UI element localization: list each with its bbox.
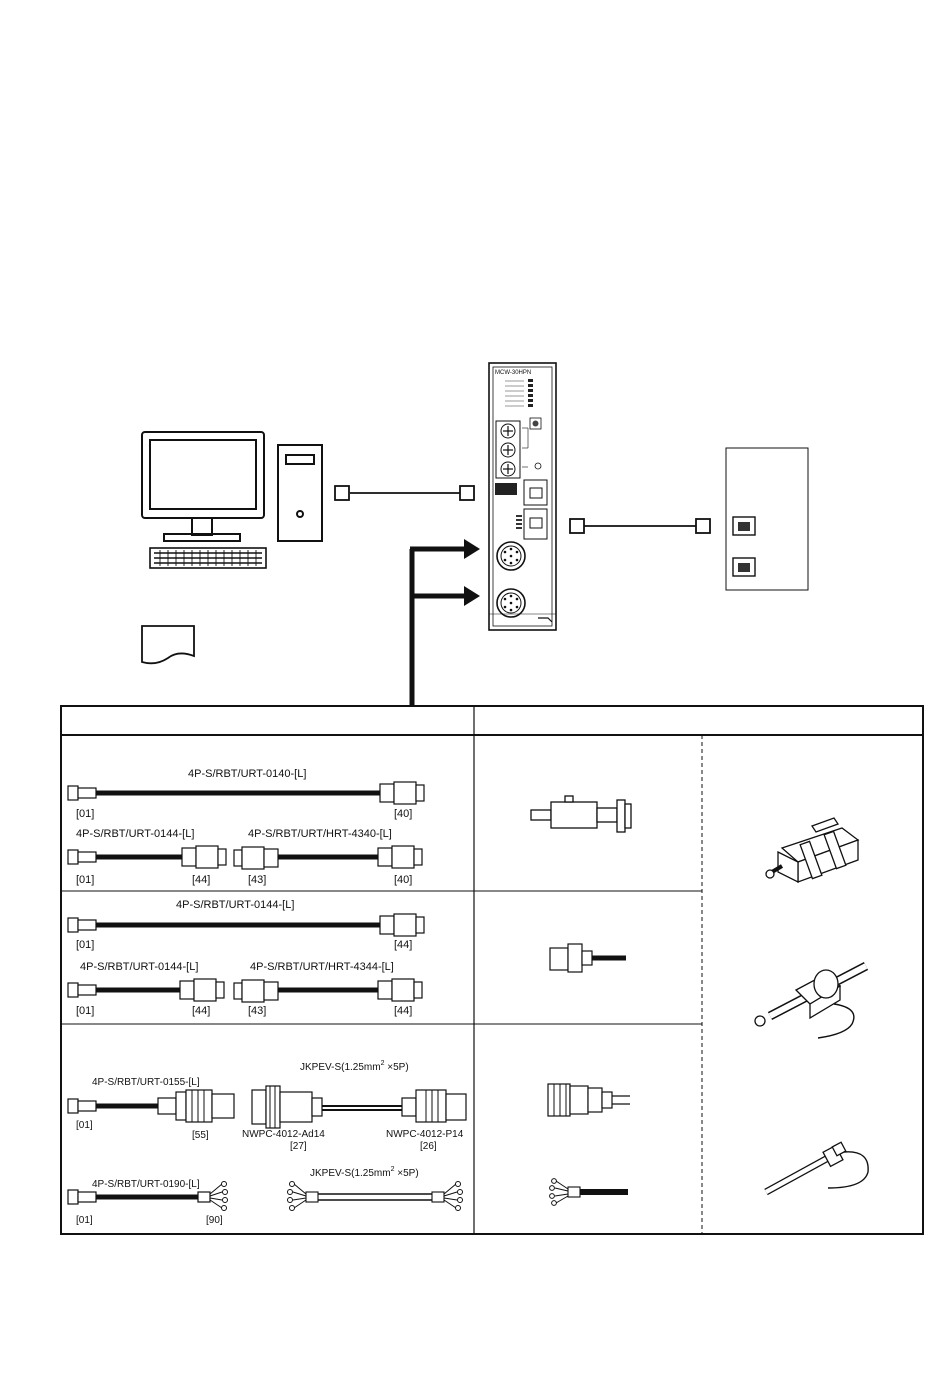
arrow-upper-icon [464,539,480,559]
cable-r1-b [67,845,227,869]
linear-sensor-icon [754,962,869,1039]
extension-right-part: NWPC-4012-P14 [386,1129,464,1140]
sensor-connector-row3-icon [547,1083,630,1117]
cable-name-r3-b: JKPEV-S(1.25mm2 ×5P) [300,1060,409,1073]
cable-r1-c [233,845,423,870]
cable-table [60,705,924,1235]
sensor-wire-leads-icon [549,1178,628,1206]
cable-name-r3-a: 4P-S/RBT/URT-0155-[L] [92,1077,200,1088]
cable-code-r2-a-right: [44] [394,939,412,951]
cable-code-r2-b-left: [01] [76,1005,94,1017]
rod-sensor-icon [764,1141,869,1196]
cable-code-r2-c-left: [43] [248,1005,266,1017]
cable-r2-a [67,913,425,937]
network-link-cable [569,518,711,534]
cable-code-r1-a-right: [40] [394,808,412,820]
sensor-head-icon [530,795,632,833]
cable-name-r2-c: 4P-S/RBT/URT/HRT-4344-[L] [250,961,394,973]
cable-r2-b [67,978,225,1002]
cable-code-r1-c-right: [40] [394,874,412,886]
cable-code-r2-b-right: [44] [192,1005,210,1017]
cable-code-r1-a-left: [01] [76,808,94,820]
cable-code-r1-b-right: [44] [192,874,210,886]
pc-keyboard-icon [149,547,267,569]
controller-model-label: MCW-30HPN [495,370,531,376]
controller-unit: MCW-30HPN [488,362,557,631]
extension-cable-r3 [251,1085,467,1129]
sensor-connector-row2-icon [549,943,626,973]
cable-r3-d [287,1181,463,1211]
cable-r1-a [67,781,425,805]
cable-code-r2-a-left: [01] [76,939,94,951]
cable-code-r3-c-left: [01] [76,1215,93,1226]
cable-name-r3-c: 4P-S/RBT/URT-0190-[L] [92,1179,200,1190]
cable-name-r3-d: JKPEV-S(1.25mm2 ×5P) [310,1166,419,1179]
extension-left-part: NWPC-4012-Ad14 [242,1129,325,1140]
cable-code-r1-b-left: [01] [76,874,94,886]
sensor-bus [409,546,464,706]
cable-r2-c [233,978,423,1003]
cable-code-r3-a-left: [01] [76,1120,93,1131]
cable-r3-a [67,1089,235,1123]
hydraulic-cylinder-icon [765,817,860,884]
extension-right-code: [26] [420,1141,437,1152]
cable-name-r2-b: 4P-S/RBT/URT-0144-[L] [80,961,198,973]
document-icon [141,625,195,665]
pc-link-cable [334,485,475,501]
arrow-lower-icon [464,586,480,606]
cable-name-r1-b: 4P-S/RBT/URT-0144-[L] [76,828,194,840]
cable-code-r3-a-right: [55] [192,1130,209,1141]
cable-code-r3-c-right: [90] [206,1215,223,1226]
cable-code-r1-c-left: [43] [248,874,266,886]
pc-monitor-icon [141,431,265,542]
cable-name-r2-a: 4P-S/RBT/URT-0144-[L] [176,899,294,911]
network-device [725,447,809,591]
cable-code-r2-c-right: [44] [394,1005,412,1017]
pc-tower-icon [277,444,323,542]
cable-name-r1-a: 4P-S/RBT/URT-0140-[L] [188,768,306,780]
extension-left-code: [27] [290,1141,307,1152]
cable-name-r1-c: 4P-S/RBT/URT/HRT-4340-[L] [248,828,392,840]
cable-r3-c [67,1181,228,1211]
